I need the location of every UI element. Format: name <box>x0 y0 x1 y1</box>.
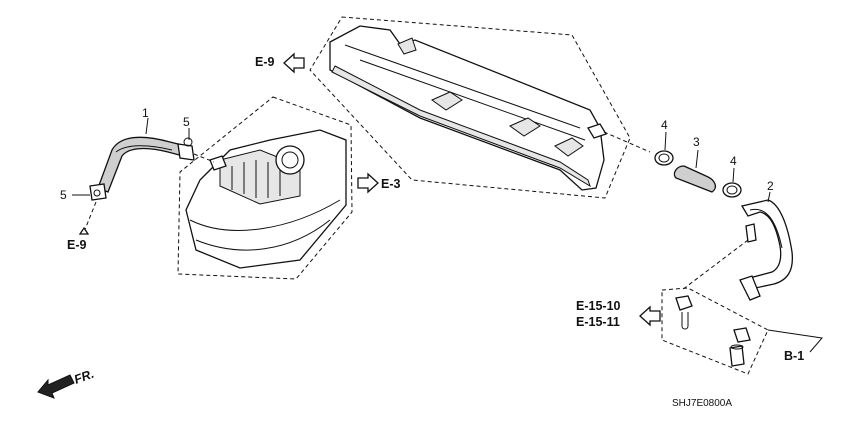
callout-5-lower: 5 <box>60 188 67 202</box>
fr-direction-arrow-icon <box>37 374 75 399</box>
head-cover-dashed-box <box>309 16 631 199</box>
hose-1-texture <box>115 145 173 153</box>
engine-contour-2 <box>195 219 331 251</box>
arrow-down-icon <box>78 226 90 235</box>
ref-e3[interactable]: E-3 <box>357 172 401 194</box>
ref-e9-top[interactable]: E-9 <box>255 52 305 74</box>
callout-5-upper: 5 <box>183 115 190 129</box>
fitting-tube-lower <box>729 345 745 367</box>
clamp-4-lower-inner <box>726 185 738 195</box>
callout-4-lower: 4 <box>730 154 737 168</box>
clamp-5-lower <box>89 183 107 201</box>
clamp-5-upper <box>177 143 195 161</box>
fittings-group <box>661 287 769 375</box>
ref-e15-11: E-15-11 <box>576 315 620 329</box>
ref-e3-label: E-3 <box>381 177 401 191</box>
ref-e9-top-label: E-9 <box>255 55 275 69</box>
fr-indicator: FR. <box>37 367 96 399</box>
clamp-4-lower <box>722 182 742 198</box>
leader-3 <box>695 149 699 169</box>
ref-e9-left[interactable]: E-9 <box>67 238 87 252</box>
diagram-code: SHJ7E0800A <box>672 398 732 409</box>
ref-b1[interactable]: B-1 <box>767 329 823 363</box>
head-cover-edge-line-2 <box>359 59 586 141</box>
leader-4-upper <box>664 131 667 151</box>
leader-dashed-2 <box>681 239 749 291</box>
leader-1 <box>145 117 149 135</box>
callout-1: 1 <box>142 106 149 120</box>
callout-2: 2 <box>767 179 774 193</box>
head-cover-rib <box>554 137 584 157</box>
engine-contour <box>189 199 341 231</box>
callout-4-upper: 4 <box>661 118 668 132</box>
hose-3 <box>673 165 717 193</box>
clamp-4-upper-inner <box>658 153 670 163</box>
throttle-body <box>275 145 305 175</box>
leader-dashed <box>603 131 651 153</box>
head-cover-rib <box>508 117 541 137</box>
head-cover-tab <box>397 37 417 55</box>
ref-e15-10: E-15-10 <box>576 299 621 313</box>
leader-e9-left <box>83 201 97 233</box>
fitting-clip-upper <box>675 295 693 311</box>
hollow-arrow-right-icon <box>357 172 379 194</box>
head-cover-nipple <box>587 123 607 139</box>
callout-3: 3 <box>693 135 700 149</box>
leader-4-lower <box>732 167 735 183</box>
right-parts-group <box>654 131 794 301</box>
engine-dashed-box <box>177 96 353 280</box>
clamp-4-upper <box>654 150 674 166</box>
pipe-2-end <box>739 275 761 301</box>
hollow-arrow-left-icon <box>639 305 661 327</box>
manifold-ribs <box>231 160 281 198</box>
hollow-arrow-left-icon <box>283 52 305 74</box>
throttle-body-bore <box>281 151 299 169</box>
head-cover-rail <box>331 65 591 188</box>
leader-2 <box>767 191 771 203</box>
pipe-2-contour <box>749 208 783 249</box>
head-cover-group <box>309 16 651 199</box>
ref-b1-label: B-1 <box>784 349 804 363</box>
head-cover-part <box>329 25 605 191</box>
leader-dashed <box>193 153 215 163</box>
clamp-5-upper-ear <box>183 137 193 147</box>
engine-group <box>177 96 353 280</box>
fitting-clip-lower <box>733 327 751 343</box>
pcv-nipple <box>209 155 227 171</box>
head-cover-edge-line <box>344 44 581 129</box>
fitting-tube-lower-top <box>730 344 744 350</box>
pipe-2-bracket <box>745 223 757 243</box>
hose-1-group <box>72 117 215 235</box>
fittings-dashed-box <box>661 287 769 375</box>
ref-e15[interactable]: E-15-10 E-15-11 <box>576 299 661 329</box>
fr-label: FR. <box>72 367 96 387</box>
clamp-5-lower-ear <box>93 189 101 197</box>
head-cover-rib <box>430 91 463 111</box>
leader-b1 <box>767 329 823 353</box>
fitting-clip-upper-tube <box>681 312 689 330</box>
